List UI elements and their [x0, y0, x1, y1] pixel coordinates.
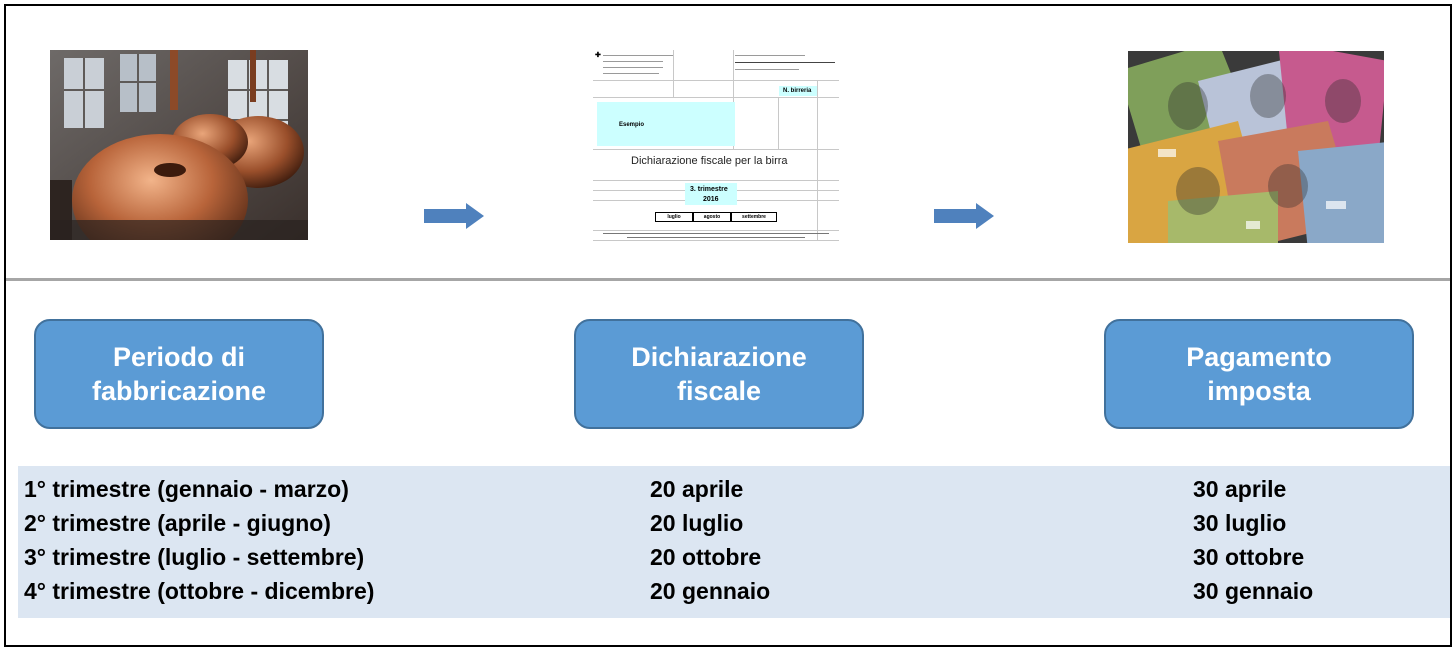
payment-date-cell: 30 aprile: [1193, 476, 1287, 502]
table-row: 2° trimestre (aprile - giugno) 20 luglio…: [18, 506, 1450, 540]
box-label: imposta: [1207, 376, 1311, 406]
box-tax-declaration: Dichiarazione fiscale: [574, 319, 864, 429]
banknotes-photo: [1128, 51, 1384, 243]
diagram-frame: ✚ N. birreria Esempio Dichiarazione fisc…: [4, 4, 1452, 647]
box-label: Dichiarazione: [631, 342, 807, 372]
declaration-date-cell: 20 ottobre: [650, 544, 762, 570]
declaration-date-cell: 20 gennaio: [650, 578, 771, 604]
table-row: 4° trimestre (ottobre - dicembre) 20 gen…: [18, 574, 1450, 608]
period-cell: 1° trimestre (gennaio - marzo): [24, 476, 349, 502]
table-row: 1° trimestre (gennaio - marzo) 20 aprile…: [18, 472, 1450, 506]
section-divider: [6, 278, 1450, 281]
payment-date-cell: 30 luglio: [1193, 510, 1287, 536]
period-cell: 3° trimestre (luglio - settembre): [24, 544, 365, 570]
form-year: 2016: [703, 196, 719, 203]
payment-date-cell: 30 gennaio: [1193, 578, 1314, 604]
period-cell: 2° trimestre (aprile - giugno): [24, 510, 331, 536]
form-example-label: Esempio: [619, 122, 645, 128]
declaration-date-cell: 20 aprile: [650, 476, 744, 502]
arrow-right-icon: [934, 203, 994, 229]
brewery-photo: [50, 50, 308, 240]
tax-form-thumbnail: ✚ N. birreria Esempio Dichiarazione fisc…: [593, 50, 839, 242]
schedule-table: 1° trimestre (gennaio - marzo) 20 aprile…: [18, 466, 1450, 618]
payment-date-cell: 30 ottobre: [1193, 544, 1305, 570]
box-label: fiscale: [676, 376, 762, 406]
box-label: Pagamento: [1186, 342, 1332, 372]
form-quarter: 3. trimestre: [690, 186, 728, 193]
box-tax-payment: Pagamento imposta: [1104, 319, 1414, 429]
form-month: luglio: [655, 212, 693, 222]
period-cell: 4° trimestre (ottobre - dicembre): [24, 578, 375, 604]
box-production-period: Periodo di fabbricazione: [34, 319, 324, 429]
declaration-date-cell: 20 luglio: [650, 510, 744, 536]
box-label: Periodo di: [112, 342, 245, 372]
form-month: agosto: [693, 212, 731, 222]
form-title: Dichiarazione fiscale per la birra: [631, 155, 788, 167]
form-beer-number: N. birreria: [783, 88, 812, 94]
form-month: settembre: [731, 212, 777, 222]
arrow-right-icon: [424, 203, 484, 229]
table-row: 3° trimestre (luglio - settembre) 20 ott…: [18, 540, 1450, 574]
box-label: fabbricazione: [91, 376, 267, 406]
